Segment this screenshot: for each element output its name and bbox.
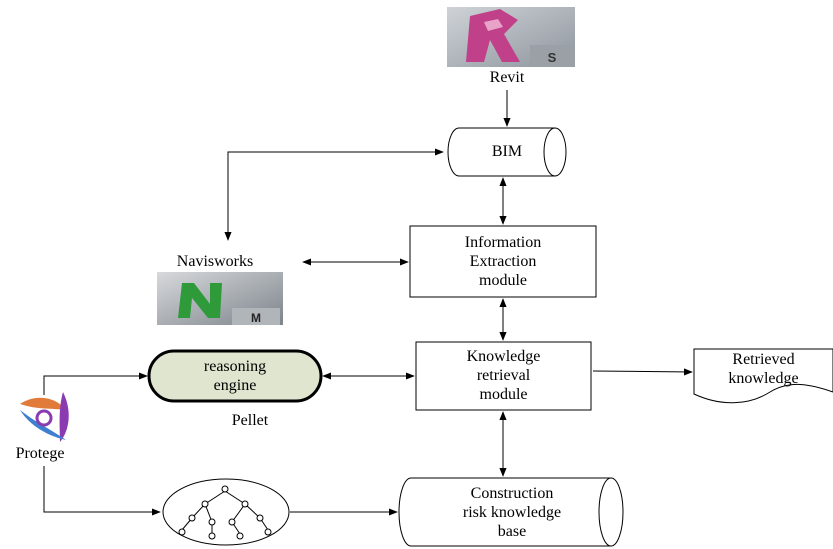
arrow-knowledge-retrieved bbox=[592, 368, 693, 376]
protege-label: Protege bbox=[15, 445, 65, 462]
reasoning-engine-label: reasoning engine bbox=[203, 358, 267, 394]
risk-knowledge-base-node bbox=[398, 477, 624, 547]
ontology-tree-icon bbox=[162, 478, 290, 546]
knowledge-retrieval-box bbox=[415, 341, 592, 411]
information-extraction-label: Information Extraction module bbox=[464, 234, 542, 289]
navisworks-label: Navisworks bbox=[176, 253, 254, 270]
revit-label: Revit bbox=[489, 69, 525, 86]
risk-knowledge-base-label: Construction risk knowledge base bbox=[462, 485, 562, 540]
arrow-protege-ontology bbox=[43, 466, 161, 516]
revit-logo-icon: S bbox=[447, 7, 575, 67]
retrieved-knowledge-shape bbox=[693, 348, 833, 404]
navisworks-logo-icon: M bbox=[157, 272, 283, 325]
arrow-bim-navisworks bbox=[224, 148, 444, 241]
protege-logo-icon bbox=[20, 392, 69, 442]
reasoning-engine-box bbox=[147, 349, 323, 403]
knowledge-retrieval-label: Knowledge retrieval module bbox=[466, 348, 541, 403]
svg-text:M: M bbox=[251, 311, 261, 325]
bim-label: BIM bbox=[491, 143, 523, 160]
svg-text:S: S bbox=[548, 50, 557, 65]
bim-node bbox=[447, 127, 567, 177]
arrow-protege-reasoning bbox=[43, 372, 148, 395]
retrieved-knowledge-label: Retrieved knowledge bbox=[728, 351, 799, 387]
pellet-label: Pellet bbox=[231, 412, 269, 429]
